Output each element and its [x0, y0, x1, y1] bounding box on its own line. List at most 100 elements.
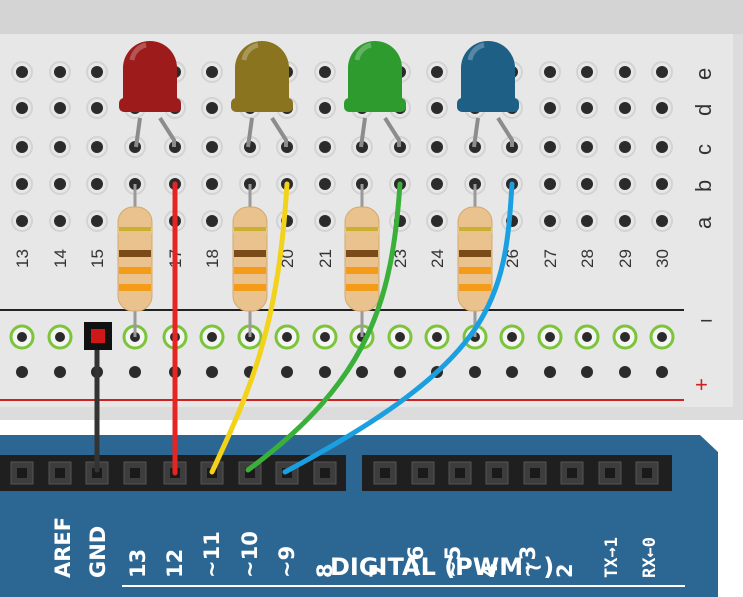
- green-led[interactable]: [344, 41, 406, 148]
- yellow-led[interactable]: [231, 41, 293, 148]
- rail-plus-hole: [206, 366, 218, 378]
- breadboard-hole: [619, 141, 631, 153]
- breadboard-hole: [431, 102, 443, 114]
- breadboard-hole: [319, 141, 331, 153]
- header-right: [362, 455, 672, 491]
- rail-hole-dot: [432, 332, 442, 342]
- hole-rim: [651, 97, 673, 119]
- breadboard-hole: [206, 102, 218, 114]
- hole-rim: [314, 210, 336, 232]
- breadboard-hole: [656, 102, 668, 114]
- rail-plus-hole: [619, 366, 631, 378]
- breadboard-hole: [619, 102, 631, 114]
- hole-rim: [576, 136, 598, 158]
- breadboard-hole: [619, 66, 631, 78]
- column-label: 23: [391, 249, 410, 268]
- pin-label: ~6: [404, 546, 428, 578]
- hole-rim: [276, 136, 298, 158]
- breadboard-hole: [16, 102, 28, 114]
- row-label: d: [691, 104, 716, 116]
- blue-led[interactable]: [457, 41, 519, 148]
- rail-minus-label: −: [700, 308, 713, 333]
- breadboard-hole: [544, 215, 556, 227]
- hole-rim: [314, 61, 336, 83]
- pin-label: TX→1: [602, 537, 622, 578]
- pin-label: ~9: [275, 546, 299, 578]
- hole-rim: [201, 97, 223, 119]
- column-label: 24: [428, 249, 447, 268]
- column-label: 15: [88, 249, 107, 268]
- header-pins: [10, 461, 659, 485]
- green-wire[interactable]: [245, 181, 403, 473]
- pin-label: 4: [478, 563, 502, 578]
- pin-label: 2: [553, 563, 577, 578]
- breadboard-hole: [319, 178, 331, 190]
- hole-rim: [614, 173, 636, 195]
- breadboard-hole: [319, 102, 331, 114]
- breadboard-hole: [54, 178, 66, 190]
- breadboard-hole: [319, 66, 331, 78]
- hole-rim: [314, 136, 336, 158]
- breadboard-hole: [581, 102, 593, 114]
- breadboard-hole: [581, 141, 593, 153]
- hole-rim: [614, 97, 636, 119]
- rail-hole-dot: [320, 332, 330, 342]
- hole-rim: [86, 97, 108, 119]
- rail-hole-dot: [582, 332, 592, 342]
- rail-plus-label: +: [695, 372, 708, 397]
- hole-rim: [201, 210, 223, 232]
- hole-rim: [576, 97, 598, 119]
- rail-plus-hole: [544, 366, 556, 378]
- pin-label: RX←0: [640, 537, 660, 578]
- digital-label: DIGITAL (PWM~): [330, 553, 554, 581]
- breadboard-hole: [656, 141, 668, 153]
- red-led[interactable]: [119, 41, 181, 148]
- hole-rim: [614, 61, 636, 83]
- row-label: a: [691, 216, 716, 229]
- breadboard-hole: [581, 66, 593, 78]
- hole-rim: [86, 136, 108, 158]
- column-label: 26: [503, 249, 522, 268]
- terminal-holes: [11, 61, 673, 232]
- hole-rim: [11, 61, 33, 83]
- pin-label: ~10: [238, 531, 262, 578]
- breadboard-hole: [54, 102, 66, 114]
- hole-rim: [86, 173, 108, 195]
- breadboard-hole: [656, 215, 668, 227]
- breadboard-hole: [16, 178, 28, 190]
- breadboard-hole: [544, 102, 556, 114]
- row-label: e: [691, 68, 716, 80]
- breadboard-hole: [91, 102, 103, 114]
- rail-hole-dot: [55, 332, 65, 342]
- blue-wire[interactable]: [282, 181, 515, 475]
- breadboard-hole: [431, 66, 443, 78]
- rail-plus-hole: [506, 366, 518, 378]
- breadboard-hole: [431, 141, 443, 153]
- hole-rim: [539, 210, 561, 232]
- hole-rim: [389, 136, 411, 158]
- hole-rim: [576, 210, 598, 232]
- hole-rim: [86, 210, 108, 232]
- hole-rim: [576, 173, 598, 195]
- pin-label: 13: [126, 549, 150, 578]
- column-label: 30: [653, 249, 672, 268]
- rail-plus-hole: [656, 366, 668, 378]
- breadboard-hole: [581, 178, 593, 190]
- yellow-wire[interactable]: [209, 181, 290, 475]
- breadboard-hole: [581, 215, 593, 227]
- hole-rim: [614, 210, 636, 232]
- row-label: c: [691, 144, 716, 155]
- breadboard-hole: [54, 141, 66, 153]
- rail-hole-dot: [657, 332, 667, 342]
- gnd-wire-highlight: [91, 329, 105, 343]
- row-label: b: [691, 180, 716, 192]
- rail-hole-dot: [620, 332, 630, 342]
- hole-rim: [651, 210, 673, 232]
- rail-plus-hole: [281, 366, 293, 378]
- leds: [119, 41, 519, 148]
- rail-hole-dot: [17, 332, 27, 342]
- hole-rim: [49, 210, 71, 232]
- column-label: 14: [51, 249, 70, 268]
- breadboard-hole: [619, 178, 631, 190]
